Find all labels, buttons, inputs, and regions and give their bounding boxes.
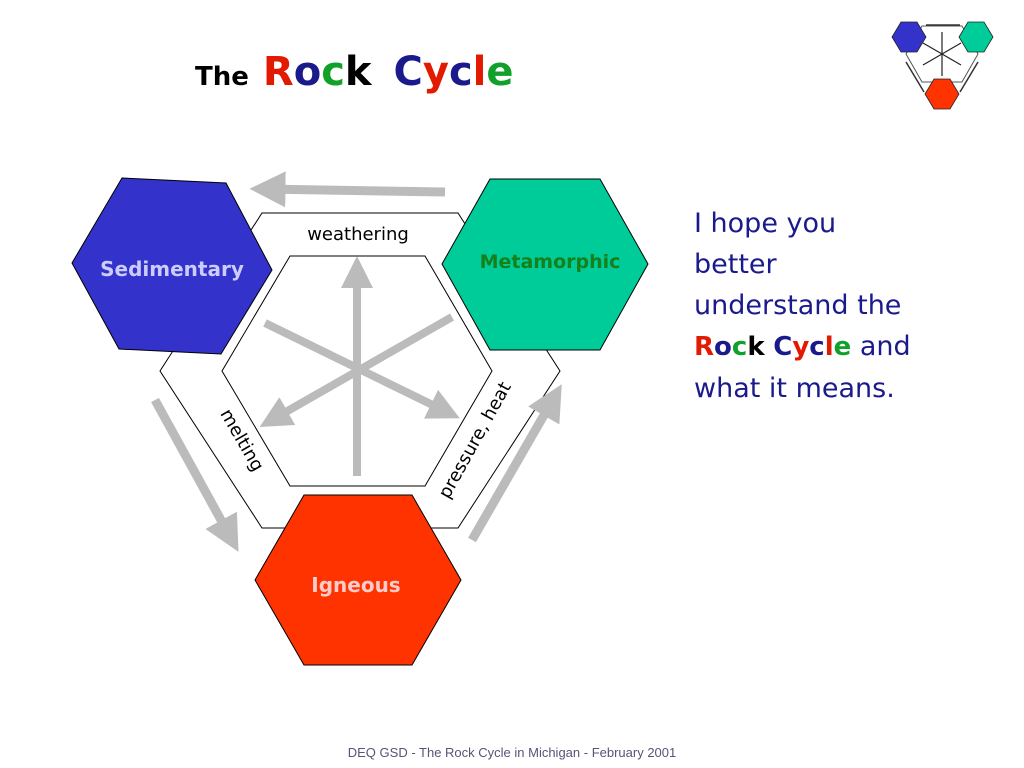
message-line: what it means.	[694, 373, 895, 404]
rock-cycle-letter: o	[714, 332, 732, 362]
logo-igneous-hexagon	[924, 78, 960, 110]
message-line: I hope you	[694, 208, 837, 239]
rock-cycle-letter: y	[792, 332, 810, 362]
igneous-hexagon	[254, 494, 462, 666]
arrow-sedimentary-to-igneous	[151, 397, 239, 552]
sedimentary-hexagon	[71, 177, 273, 355]
rock-cycle-letter: k	[747, 332, 765, 362]
metamorphic-hexagon	[441, 178, 649, 351]
rock-cycle-letter: c	[809, 332, 825, 362]
message-line: understand the	[694, 290, 902, 321]
title-letter: c	[321, 49, 345, 95]
message-line-rock-cycle: Rock Cycle and	[694, 326, 994, 368]
rock-cycle-letter: e	[833, 332, 852, 362]
title-letter: o	[293, 49, 322, 95]
logo-arrow	[905, 61, 925, 93]
title-prefix: The	[195, 62, 249, 92]
arrow-metamorphic-to-sedimentary	[249, 171, 446, 208]
metamorphic-label: Metamorphic	[480, 251, 621, 273]
sedimentary-label: Sedimentary	[100, 257, 244, 281]
title-letter: e	[486, 49, 514, 95]
igneous-label: Igneous	[311, 573, 400, 597]
title-letter: y	[422, 49, 449, 95]
closing-message: I hope you better understand the Rock Cy…	[694, 203, 994, 409]
rock-cycle-letter: l	[824, 332, 834, 362]
logo-metamorphic-hexagon	[958, 21, 994, 53]
arrow-igneous-to-metamorphic	[468, 384, 562, 543]
title-letter: c	[448, 49, 473, 95]
star-arrow-lower-right	[263, 319, 460, 419]
title-letter: C	[393, 49, 423, 95]
rock-cycle-letter: C	[773, 332, 793, 362]
rock-cycle-letter: c	[731, 332, 748, 362]
logo-arrow	[959, 61, 979, 93]
footer: DEQ GSD - The Rock Cycle in Michigan - F…	[347, 745, 677, 760]
rock-cycle-logo	[891, 21, 994, 110]
title-letter: k	[344, 49, 372, 95]
weathering-label: weathering	[307, 224, 409, 245]
message-and: and	[859, 331, 911, 362]
message-line: better	[694, 249, 777, 280]
logo-line	[922, 42, 962, 66]
logo-sedimentary-hexagon	[891, 21, 927, 53]
rock-cycle-letter: R	[694, 332, 715, 362]
title-letter: l	[472, 49, 487, 95]
title-letter: R	[262, 49, 294, 95]
